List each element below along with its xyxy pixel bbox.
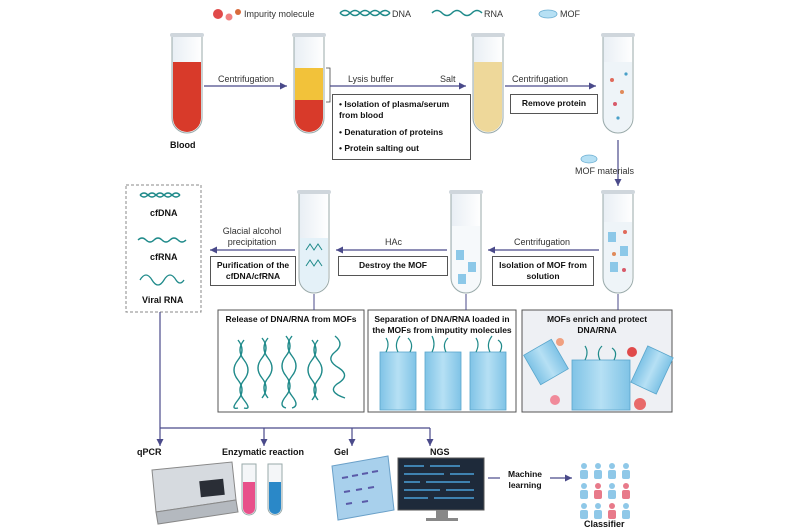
blood-label: Blood [170,140,196,150]
tube-mof-destroyed [297,190,331,294]
centrifugation-label-2: Centrifugation [512,74,569,84]
impurity-icon [213,9,241,21]
centrifugation-label-3: Centrifugation [514,237,571,247]
qpcr-label: qPCR [137,447,162,457]
tube-separated [292,33,331,134]
enzymatic-label: Enzymatic reaction [222,447,305,457]
ml-label: Machine learning [507,469,542,490]
centrifugation-label-1: Centrifugation [218,74,275,84]
purification-text: Purification of the cfDNA/cfRNA [216,260,290,281]
released-strands [233,335,346,410]
remove-protein-text: Remove protein [521,98,587,108]
remove-protein-box: Remove protein [510,94,598,114]
mof-columns [379,335,507,411]
enrich-text: MOFs enrich and protect DNA/RNA [546,314,648,335]
enrich-scene [523,338,674,411]
dna-icon [339,9,391,17]
glacial-label: Glacial alcohol precipitation [222,226,282,247]
tube-plasma [471,33,505,134]
rna-icon [431,9,483,17]
cfdna-icon [139,192,181,198]
ngs-monitor-icon [397,457,485,521]
salting-out-text: Protein salting out [344,143,419,153]
mof-icon [538,9,558,19]
mof-material-icon [580,154,598,164]
destroy-mof-text: Destroy the MOF [358,260,427,270]
qpcr-machine-icon [151,461,239,525]
hac-label: HAc [385,237,403,247]
cfrna-label: cfRNA [150,252,178,262]
classifier-label: Classifier [584,519,625,529]
denaturation-text: Denaturation of proteins [344,127,444,137]
purification-box: Purification of the cfDNA/cfRNA [210,256,296,286]
legend-dna-label: DNA [392,9,412,19]
products-box [125,184,202,313]
tube-mof-added [601,190,635,294]
cfdna-label: cfDNA [150,208,178,218]
release-text: Release of DNA/RNA from MOFs [225,314,357,324]
gel-icon [331,455,395,521]
mof-materials-label: MOF materials [575,166,635,176]
tube-protein-removed [601,33,635,134]
lysis-buffer-label: Lysis buffer [348,74,394,84]
ngs-label: NGS [430,447,450,457]
gel-label: Gel [334,447,349,457]
salt-label: Salt [440,74,456,84]
separation-text: Separation of DNA/RNA loaded in the MOFs… [372,314,512,335]
cfrna-icon [137,237,187,243]
isolation-mof-box: Isolation of MOF from solution [492,256,594,286]
classifier-people-icon [580,463,630,519]
tube-mof-isolated [449,190,483,294]
isolation-plasma-text: Isolation of plasma/serum from blood [339,99,450,120]
destroy-mof-box: Destroy the MOF [338,256,448,276]
legend-mof-label: MOF [560,9,580,19]
legend-impurity-label: Impurity molecule [244,9,315,19]
enzymatic-tubes-icon [241,463,283,516]
tube-blood [170,33,204,134]
legend [213,9,558,21]
legend-rna-label: RNA [484,9,504,19]
isolation-mof-text: Isolation of MOF from solution [499,260,587,281]
panel-release [217,309,365,413]
viral-rna-label: Viral RNA [142,295,184,305]
viral-rna-icon [139,274,185,286]
lysis-steps-box: • Isolation of plasma/serum from blood •… [332,94,471,160]
